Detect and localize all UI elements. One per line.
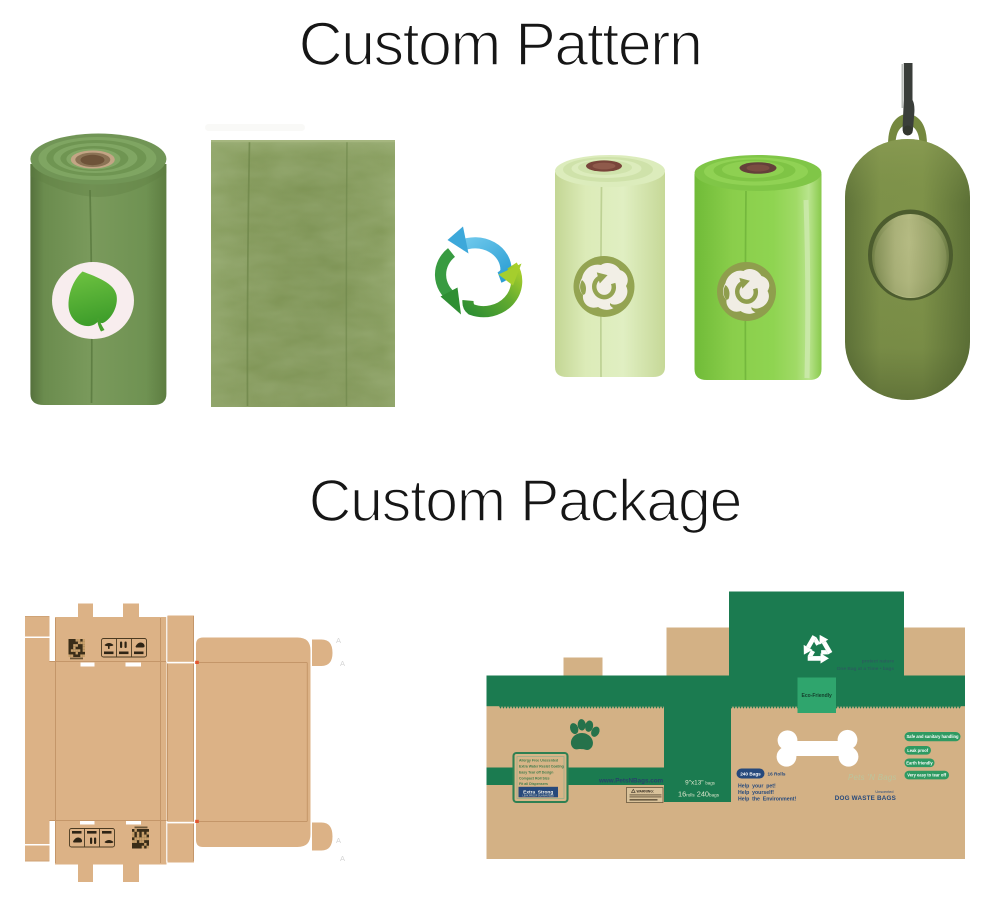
svg-text:One Bag at a Time • bags: One Bag at a Time • bags: [837, 666, 895, 672]
svg-text:WARNING:: WARNING:: [637, 790, 655, 794]
svg-text:Safe and sanitary handling: Safe and sanitary handling: [906, 734, 959, 739]
svg-text:A: A: [336, 836, 341, 845]
svg-text:240 Bags: 240 Bags: [740, 772, 761, 777]
svg-text:Easy Tear off Design: Easy Tear off Design: [519, 770, 553, 774]
svg-text:Leak proof: Leak proof: [907, 748, 929, 753]
svg-text:Fit all Dispensers: Fit all Dispensers: [519, 782, 548, 786]
svg-text:Earth friendly: Earth friendly: [906, 760, 933, 765]
svg-text:9"x13" bags: 9"x13" bags: [685, 780, 715, 787]
svg-text:protect nature: protect nature: [862, 659, 895, 665]
svg-text:Help yourself!: Help yourself!: [738, 790, 774, 796]
svg-text:Help your pet!: Help your pet!: [738, 784, 776, 790]
svg-text:Very easy to tear off: Very easy to tear off: [907, 773, 947, 778]
svg-text:A: A: [336, 636, 341, 645]
svg-text:Extra Strong: Extra Strong: [523, 789, 553, 795]
svg-text:LEAK PROOF GUARANTEED: LEAK PROOF GUARANTEED: [523, 795, 555, 798]
svg-text:Extra Water Resist Coating: Extra Water Resist Coating: [519, 764, 564, 768]
svg-text:Eco-Friendly: Eco-Friendly: [802, 693, 833, 699]
svg-text:A: A: [340, 659, 345, 668]
svg-text:Allergy Free Unscented: Allergy Free Unscented: [519, 758, 558, 762]
svg-text:Unscented: Unscented: [875, 790, 893, 794]
svg-text:Pets ’N Bags: Pets ’N Bags: [848, 773, 897, 782]
svg-text:Compact Roll Size: Compact Roll Size: [519, 776, 550, 780]
svg-text:A: A: [340, 854, 345, 863]
svg-text:DOG WASTE BAGS: DOG WASTE BAGS: [835, 795, 896, 802]
svg-text:www.PetsNBags.com: www.PetsNBags.com: [598, 777, 664, 784]
svg-text:16 Rolls: 16 Rolls: [768, 772, 786, 777]
svg-text:Help the Environment!: Help the Environment!: [738, 797, 796, 803]
svg-text:16rolls 240bags: 16rolls 240bags: [678, 789, 720, 798]
